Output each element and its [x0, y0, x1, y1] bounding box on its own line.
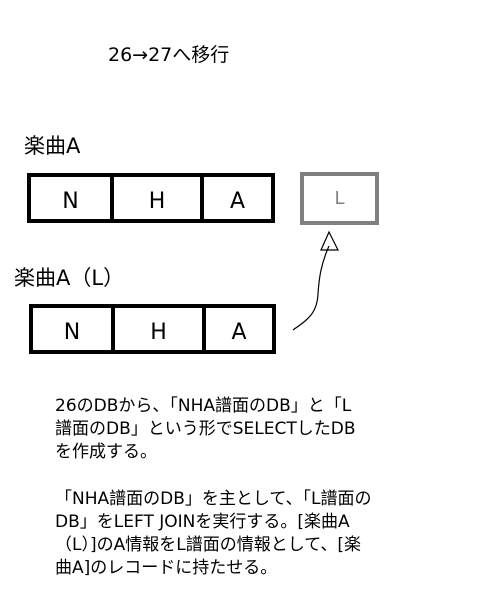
track-l-title: 楽曲A（L） — [14, 266, 125, 290]
description-line: DB」をLEFT JOINを実行する。[楽曲A — [55, 512, 350, 532]
arrow-shaft — [292, 245, 330, 331]
arrow-to-l-box — [292, 230, 339, 331]
track-l-cell-n: N — [63, 319, 81, 345]
description-paragraph-1: 26のDBから、「NHA譜面のDB」と「L 譜面のDB」という形でSELECTし… — [55, 395, 455, 464]
migration-heading: 26→27へ移行 — [108, 44, 230, 66]
description-paragraph-2: 「NHA譜面のDB」を主として、「L譜面の DB」をLEFT JOINを実行する… — [55, 488, 455, 580]
track-a-difficulty-row: N H A — [27, 173, 275, 223]
description-line: 26のDBから、「NHA譜面のDB」と「L — [55, 396, 352, 416]
description-line: を作成する。 — [55, 442, 157, 462]
track-a-cell-a: A — [200, 177, 271, 219]
track-a-cell-h: H — [110, 177, 200, 219]
track-l-difficulty-row: N H A — [29, 304, 276, 354]
track-l-cell-h: H — [111, 308, 202, 350]
description-line: （L）]のA情報をL譜面の情報として、[楽 — [55, 535, 361, 555]
track-a-cell-n: N — [62, 188, 79, 214]
track-a-title: 楽曲A — [24, 134, 81, 158]
track-l-cell-a: A — [202, 308, 272, 350]
description-line: 譜面のDB」という形でSELECTしたDB — [55, 419, 356, 439]
description-line: 曲A]のレコードに持たせる。 — [55, 558, 278, 578]
description-line: 「NHA譜面のDB」を主として、「L譜面の — [55, 489, 372, 509]
arrow-head — [320, 230, 339, 251]
l-chart-box: L — [300, 172, 379, 225]
